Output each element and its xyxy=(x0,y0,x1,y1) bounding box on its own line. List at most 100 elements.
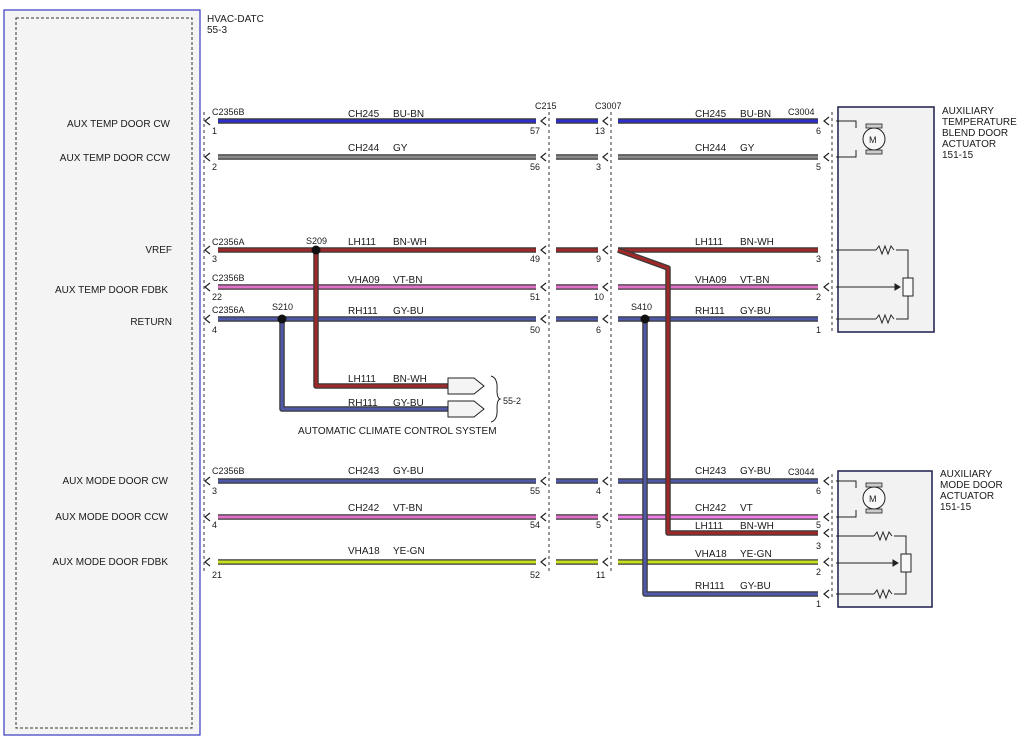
svg-text:M: M xyxy=(869,494,877,504)
splice-s210-label: S210 xyxy=(272,302,293,312)
arrow-actuator-2 xyxy=(823,282,830,292)
actuator2-motor-icon: M xyxy=(836,480,886,518)
wire-branch-rh-outline xyxy=(279,319,448,412)
actuator2-pin-2: 2 xyxy=(816,567,821,577)
branch-connector-lh xyxy=(447,377,485,395)
ckt-right-ret: RH111 xyxy=(695,306,725,317)
ckt-right-ccw: CH244 xyxy=(695,143,727,154)
ckt-right-vref: LH111 xyxy=(695,237,723,248)
wire-mret xyxy=(643,319,818,596)
actuator2-pin-3: 3 xyxy=(816,541,821,551)
c3007-pin-cw: 13 xyxy=(595,126,605,136)
branch-bracket xyxy=(490,375,502,423)
connector-c2356a-1: C2356A xyxy=(212,237,245,247)
arrow-actuator-0 xyxy=(823,116,830,126)
actuator1-box xyxy=(837,106,935,333)
c215-pin-cw: 57 xyxy=(530,126,540,136)
ckt-left-ccw: CH244 xyxy=(348,143,380,154)
connector-c2356b-3: C2356B xyxy=(212,466,245,476)
ckt-right-mvref-color: BN-WH xyxy=(740,521,774,532)
ckt-left-fdbk-color: VT-BN xyxy=(393,275,422,286)
arrow-c3007-cw xyxy=(602,116,609,126)
module-pin-mfdbk: 21 xyxy=(212,570,222,580)
c215-pin-mcw: 55 xyxy=(530,486,540,496)
actuator2-line4: 151-15 xyxy=(940,502,972,513)
connector-c2356b-1: C2356B xyxy=(212,107,245,117)
svg-text:M: M xyxy=(869,135,877,145)
c215-pin-ccw: 56 xyxy=(530,162,540,172)
module-pin-vref: 3 xyxy=(212,254,217,264)
actuator2-pin-5: 5 xyxy=(816,520,821,530)
arrow-c215-cw xyxy=(540,116,547,126)
splice-s209-dot xyxy=(311,245,321,255)
arrow-c3007-vref xyxy=(602,245,609,255)
ckt-left-mfdbk-color: YE-GN xyxy=(393,546,425,557)
splice-s209-label: S209 xyxy=(306,236,327,246)
c215-pin-mfdbk: 52 xyxy=(530,570,540,580)
ckt-right-fdbk: VHA09 xyxy=(695,275,727,286)
ckt-left-fdbk: VHA09 xyxy=(348,275,380,286)
signal-label-vref: VREF xyxy=(145,245,172,256)
connector-c3044: C3044 xyxy=(788,467,815,477)
c3007-pin-mcw: 4 xyxy=(596,486,601,496)
ckt-left-vref: LH111 xyxy=(348,237,376,248)
ckt-left-mccw: CH242 xyxy=(348,503,380,514)
signal-label-mode-fdbk: AUX MODE DOOR FDBK xyxy=(52,557,168,568)
arrow-actuator-mvref xyxy=(823,528,830,538)
splice-s410-dot xyxy=(640,314,650,324)
c3007-pin-fdbk: 10 xyxy=(594,292,604,302)
actuator1-line3: BLEND DOOR xyxy=(942,128,1008,139)
module-pin-ccw: 2 xyxy=(212,162,217,172)
ckt-right-cw-color: BU-BN xyxy=(740,109,771,120)
ckt-left-ccw-color: GY xyxy=(393,143,408,154)
arrow-actuator-3 xyxy=(823,476,830,486)
arrow-c3007-mccw xyxy=(602,512,609,522)
c215-pin-ret: 50 xyxy=(530,325,540,335)
arrow-module-cw xyxy=(204,116,211,126)
connector-c215: C215 xyxy=(535,101,557,111)
actuator1-pin-3: 3 xyxy=(816,254,821,264)
ckt-left-mcw-color: GY-BU xyxy=(393,466,424,477)
module-box xyxy=(3,9,201,736)
actuator1-pin-1: 1 xyxy=(816,325,821,335)
actuator1-line1: AUXILIARY xyxy=(942,106,994,117)
actuator1-line4: ACTUATOR xyxy=(942,139,996,150)
branch-connector-rh xyxy=(447,400,485,418)
c3007-pin-ret: 6 xyxy=(596,325,601,335)
actuator2-line1: AUXILIARY xyxy=(940,469,992,480)
signal-label-mode-ccw: AUX MODE DOOR CCW xyxy=(55,512,168,523)
c215-pin-fdbk: 51 xyxy=(530,292,540,302)
c3007-pin-vref: 9 xyxy=(596,254,601,264)
connector-c2356b-2: C2356B xyxy=(212,273,245,283)
arrow-c215-vref xyxy=(540,245,547,255)
connector-c3007: C3007 xyxy=(595,101,622,111)
arrow-c3007-fdbk xyxy=(602,282,609,292)
ckt-left-cw-color: BU-BN xyxy=(393,109,424,120)
wire-branch-lh xyxy=(314,250,448,388)
ckt-left-mfdbk: VHA18 xyxy=(348,546,380,557)
arrow-module-mccw xyxy=(204,512,211,522)
arrow-c215-ret xyxy=(540,314,547,324)
c3007-pin-ccw: 3 xyxy=(596,162,601,172)
branch-rh-ckt: RH111 xyxy=(348,398,378,409)
ckt-right-ccw-color: GY xyxy=(740,143,755,154)
ckt-right-cw: CH245 xyxy=(695,109,727,120)
connector-c2356a-2: C2356A xyxy=(212,305,245,315)
arrow-module-ccw xyxy=(204,152,211,162)
ckt-left-cw: CH245 xyxy=(348,109,380,120)
signal-label-cw: AUX TEMP DOOR CW xyxy=(67,119,171,130)
actuator1-line5: 151-15 xyxy=(942,150,974,161)
wire-mvref xyxy=(617,248,818,535)
module-pin-mccw: 4 xyxy=(212,520,217,530)
connector-c3004: C3004 xyxy=(788,107,815,117)
module-pin-mcw: 3 xyxy=(212,486,217,496)
wire-branch-rh xyxy=(280,319,448,411)
arrow-module-vref xyxy=(204,245,211,255)
actuator2-line3: ACTUATOR xyxy=(940,491,994,502)
arrow-c3007-ret xyxy=(602,314,609,324)
ckt-right-mvref: LH111 xyxy=(695,521,723,532)
branch-rh-color: GY-BU xyxy=(393,398,424,409)
ckt-right-ret-color: GY-BU xyxy=(740,306,771,317)
